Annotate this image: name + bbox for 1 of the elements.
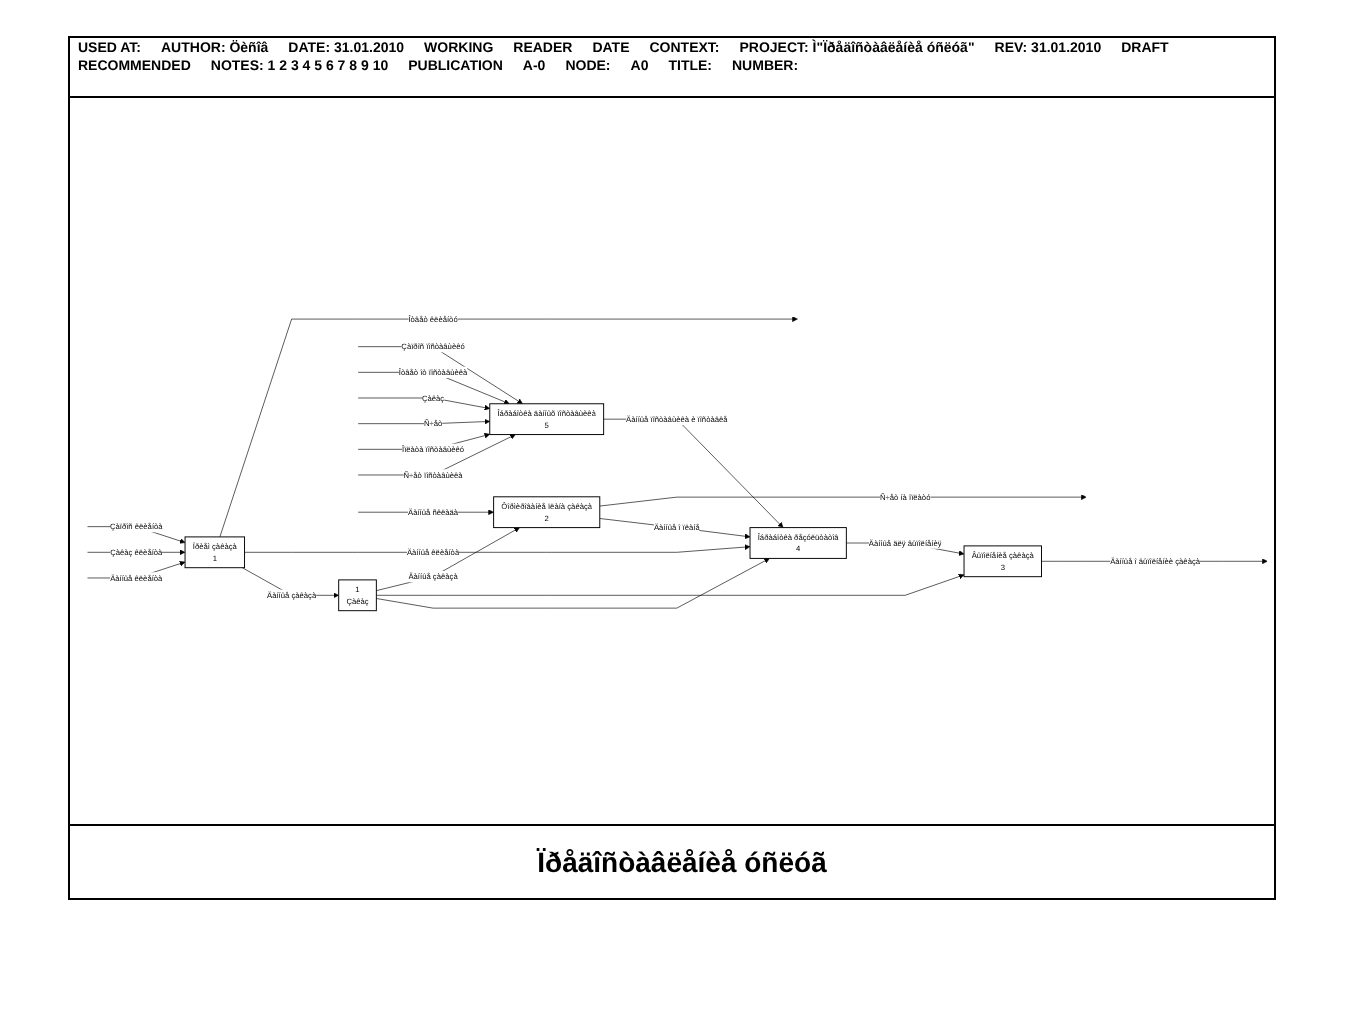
diagram-title: Ïðåäîñòàâëåíèå óñëóã bbox=[537, 846, 827, 878]
